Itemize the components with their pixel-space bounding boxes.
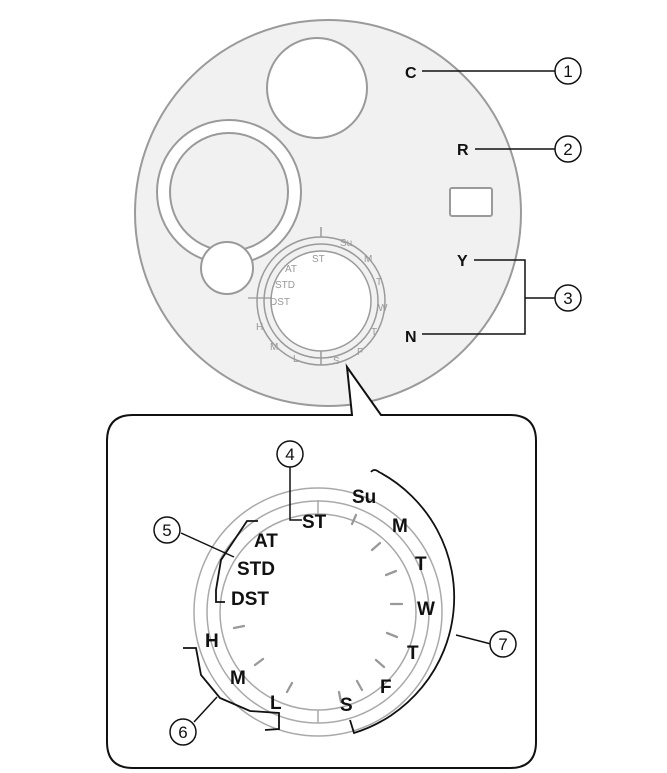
crown-c-label: C [405, 65, 417, 82]
small-dial-tide-h: H [256, 322, 263, 333]
small-dial-day-t1: T [376, 277, 382, 288]
small-dial-mode-at: AT [285, 264, 297, 275]
svg-text:7: 7 [498, 635, 507, 654]
large-dial-day-w: W [417, 599, 435, 620]
large-dial-mode-dst: DST [231, 589, 269, 610]
small-dial-day-f: F [357, 347, 363, 358]
callout-3: 3 [554, 284, 582, 312]
svg-text:2: 2 [563, 140, 572, 159]
callout-1: 1 [554, 57, 582, 85]
svg-text:6: 6 [178, 723, 187, 742]
large-dial-day-su: Su [352, 487, 376, 508]
small-dial-day-m: M [364, 254, 372, 265]
small-dial-day-s: S [333, 356, 340, 367]
crown-n-label: N [405, 329, 417, 346]
svg-text:5: 5 [162, 521, 171, 540]
large-dial-mode-at: AT [254, 531, 278, 552]
callout-4: 4 [276, 440, 304, 468]
svg-text:4: 4 [285, 445, 294, 464]
callout-2: 2 [554, 135, 582, 163]
small-dial-day-w: W [378, 303, 388, 314]
small-dial-day-su: Su [340, 238, 352, 249]
large-dial-day-f: F [380, 677, 392, 698]
large-day-dial: ST AT STD DST H M L Su M T W T F S [180, 467, 492, 737]
small-dial-tide-l: L [293, 354, 299, 365]
small-dial-day-t2: T [371, 327, 377, 338]
large-dial-st-label: ST [302, 512, 327, 533]
watch-case [134, 19, 522, 407]
small-dial-st-label: ST [312, 254, 325, 265]
svg-text:1: 1 [563, 62, 572, 81]
large-dial-tide-h: H [205, 631, 219, 652]
top-subdial [266, 37, 368, 139]
large-dial-day-s: S [340, 695, 353, 716]
large-dial-day-t2: T [407, 643, 419, 664]
crown-r-label: R [457, 142, 469, 159]
small-day-dial: ST AT STD DST H M L Su M T W T F S [248, 227, 388, 367]
large-dial-day-t1: T [415, 554, 427, 575]
callout-6: 6 [169, 718, 197, 746]
large-dial-mode-std: STD [237, 559, 275, 580]
small-subdial [200, 241, 254, 295]
large-dial-tide-l: L [270, 693, 282, 714]
date-window [449, 187, 493, 217]
crown-y-label: Y [457, 253, 468, 270]
small-dial-mode-dst: DST [270, 297, 290, 308]
small-dial-tide-m: M [270, 342, 278, 353]
callout-7: 7 [489, 630, 517, 658]
left-subdial-inner [169, 132, 289, 252]
large-dial-day-m: M [392, 516, 408, 537]
svg-text:3: 3 [563, 289, 572, 308]
small-dial-mode-std: STD [275, 280, 295, 291]
callout-5: 5 [153, 516, 181, 544]
large-dial-tide-m: M [230, 668, 246, 689]
